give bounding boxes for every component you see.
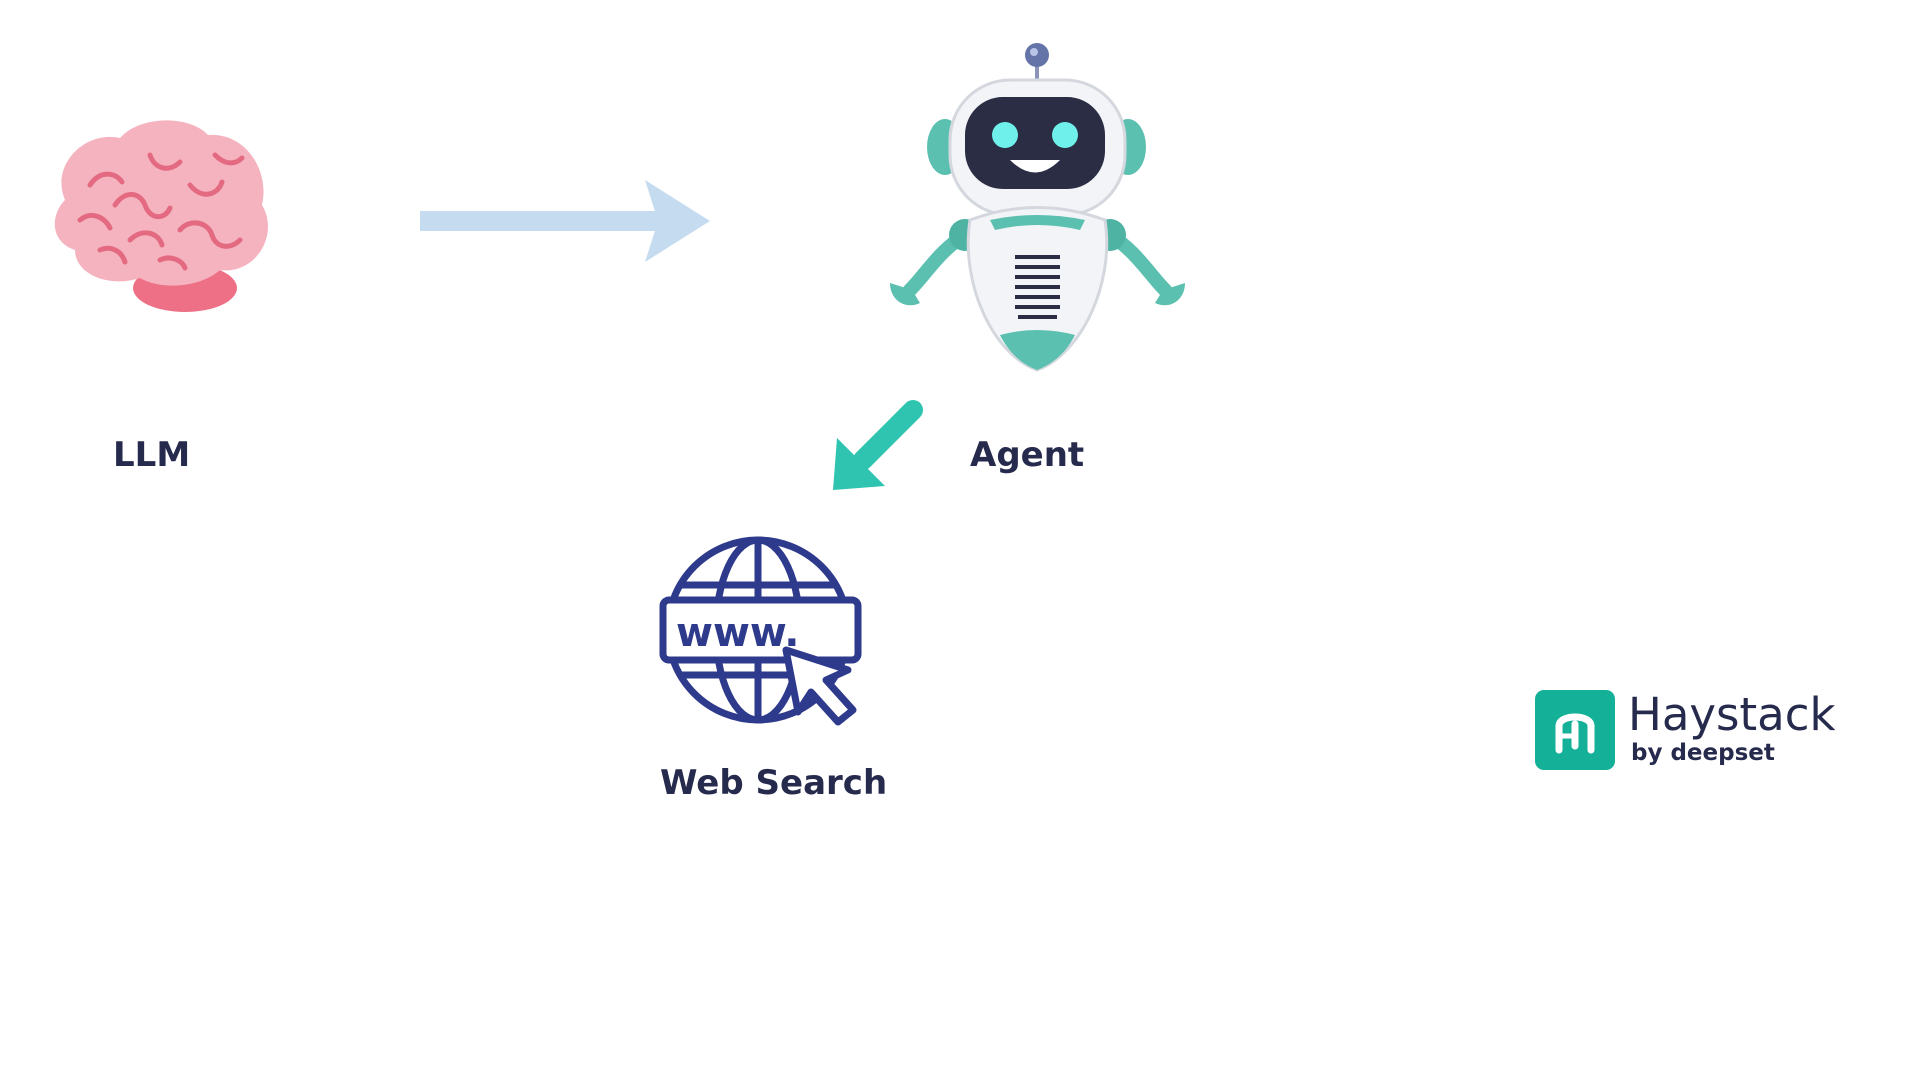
haystack-logo-sub: by deepset	[1631, 740, 1775, 766]
robot-icon	[870, 35, 1205, 385]
llm-label: LLM	[113, 435, 191, 475]
arrow-agent-to-websearch	[825, 398, 925, 498]
haystack-logo-badge	[1535, 690, 1615, 770]
globe-www-icon: www.	[658, 530, 868, 735]
web-search-label: Web Search	[660, 763, 888, 803]
haystack-mark-icon	[1555, 713, 1595, 754]
agent-label: Agent	[970, 435, 1085, 475]
haystack-logo-name: Haystack	[1628, 688, 1836, 741]
arrow-llm-to-agent	[420, 175, 720, 265]
haystack-logo: Haystack by deepset	[1535, 690, 1855, 780]
globe-www-text: www.	[676, 610, 800, 656]
brain-icon	[30, 110, 280, 315]
